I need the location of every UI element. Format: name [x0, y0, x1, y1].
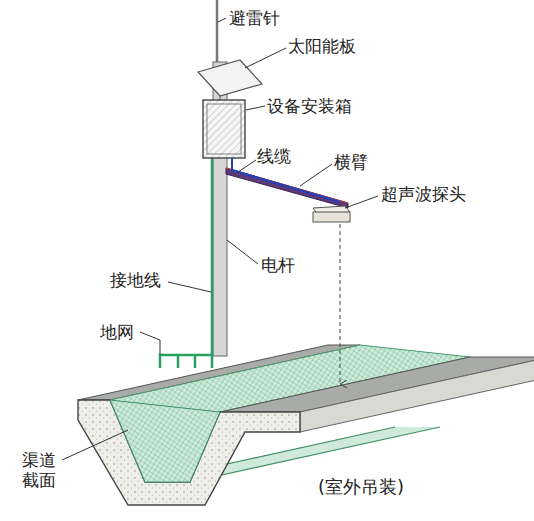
part-label: 超声波探头 [381, 184, 466, 204]
part-label: 接地线 [110, 270, 161, 290]
part-label: 设备安装箱 [267, 96, 352, 116]
caption: (室外吊装) [318, 476, 404, 498]
beam-line [340, 224, 341, 384]
part-label: 地网 [100, 322, 134, 342]
solar-panel [198, 60, 262, 96]
part-label: 线缆 [257, 146, 291, 166]
part-label: 渠道 截面 [22, 450, 59, 491]
ground-wire [211, 150, 214, 355]
channel [78, 345, 534, 505]
part-label: 太阳能板 [288, 36, 356, 56]
ground-net [160, 355, 212, 368]
part-label: 横臂 [334, 152, 368, 172]
equipment-box [203, 100, 245, 158]
leader-lines [62, 18, 378, 460]
part-label: 电杆 [261, 255, 295, 275]
part-label: 避雷针 [229, 8, 280, 28]
lightning-rod [216, 0, 219, 62]
